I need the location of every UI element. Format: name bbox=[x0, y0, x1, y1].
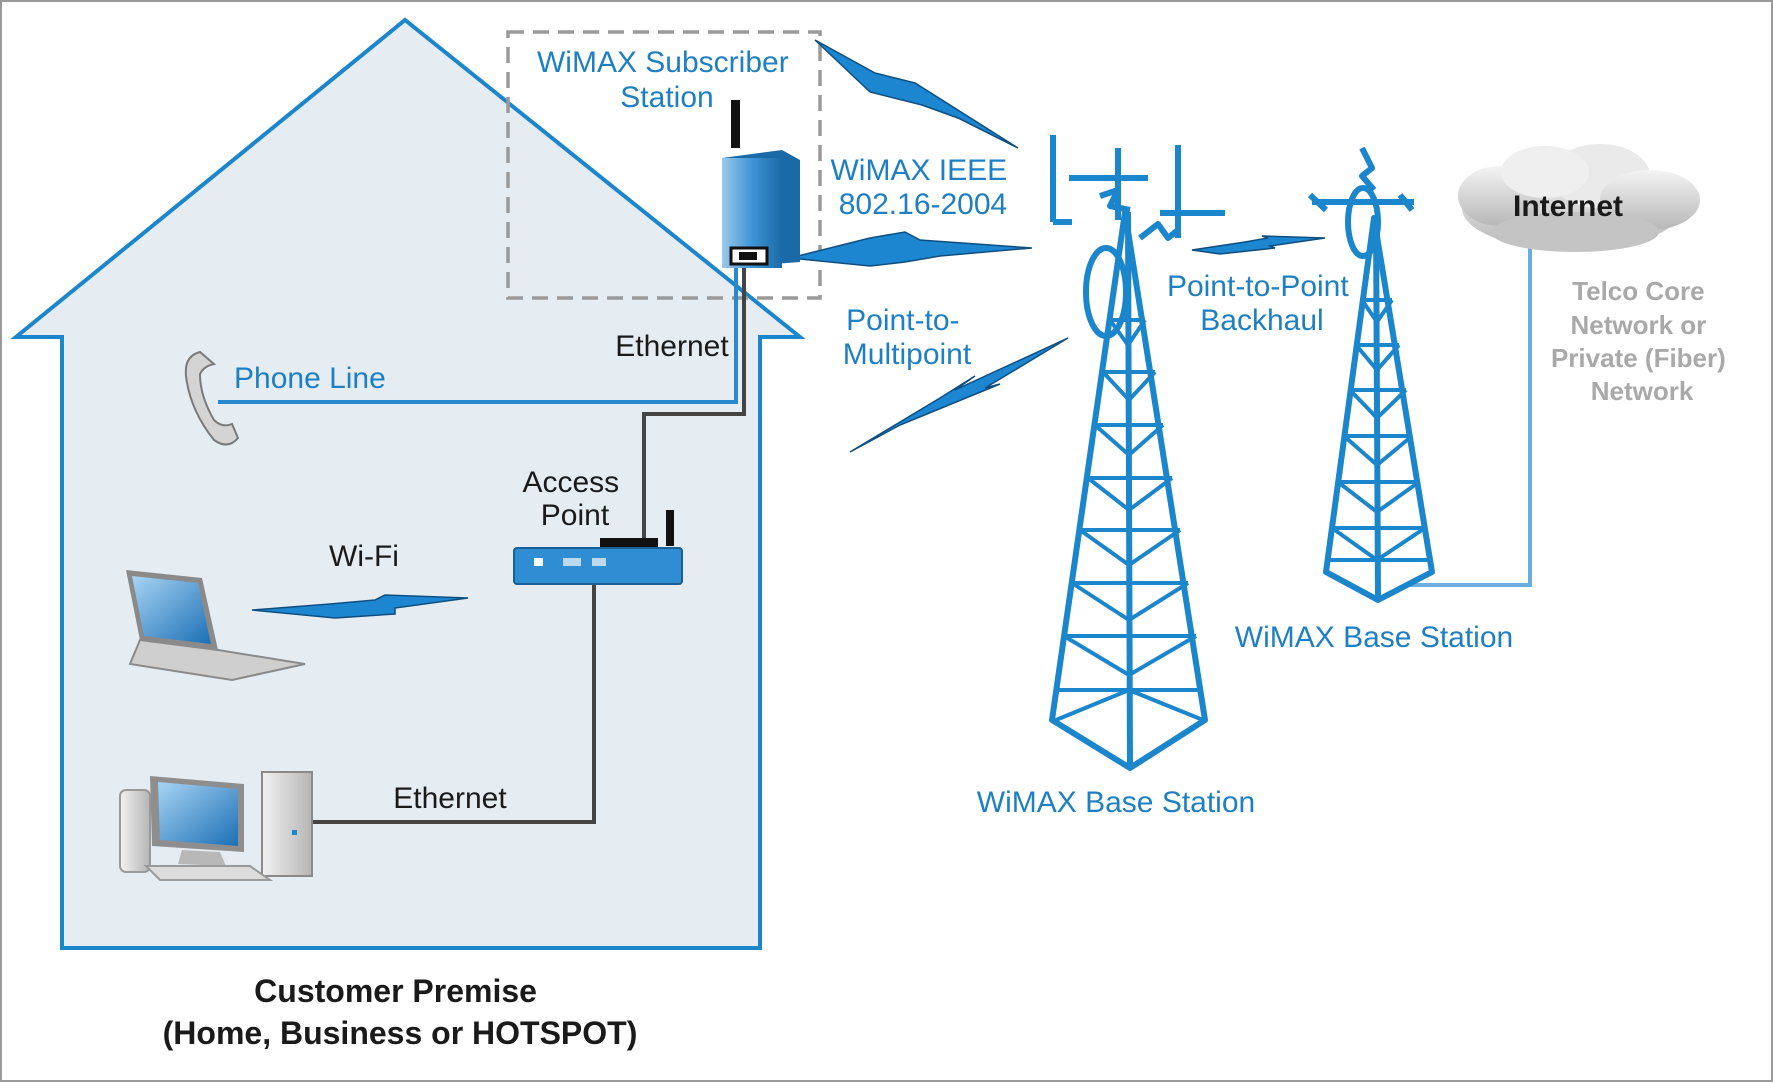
internet-cloud-icon bbox=[1458, 144, 1700, 252]
phone-line-label: Phone Line bbox=[234, 362, 386, 395]
wireless-link-bolt-backhaul bbox=[1191, 235, 1326, 255]
ieee-standard-label: WiMAX IEEE 802.16-2004 bbox=[830, 154, 1015, 221]
wifi-link-bolt bbox=[251, 594, 469, 619]
base-station-backhaul-label: WiMAX Base Station bbox=[1235, 621, 1513, 654]
ethernet-label-lower: Ethernet bbox=[393, 782, 507, 815]
customer-premise-label: Customer Premise (Home, Business or HOTS… bbox=[163, 973, 638, 1051]
ethernet-wire-upper bbox=[642, 262, 746, 542]
subscriber-station-box bbox=[506, 30, 822, 300]
internet-label: Internet bbox=[1513, 190, 1623, 223]
ethernet-label-upper: Ethernet bbox=[615, 330, 729, 363]
wimax-base-station-tower-backhaul bbox=[1307, 146, 1435, 603]
wireless-link-bolt-multipoint bbox=[849, 337, 1069, 453]
ethernet-wire-lower bbox=[310, 582, 596, 824]
wifi-label: Wi-Fi bbox=[329, 540, 399, 573]
desktop-computer-icon bbox=[119, 771, 313, 881]
telco-fiber-wire bbox=[1410, 248, 1532, 587]
wimax-base-station-tower-main bbox=[1049, 135, 1225, 771]
base-station-main-label: WiMAX Base Station bbox=[977, 786, 1255, 819]
laptop-icon bbox=[126, 570, 306, 682]
subscriber-station-device bbox=[722, 100, 800, 268]
wireless-link-bolt-subscriber bbox=[789, 231, 1033, 267]
wireless-link-bolt-uplink bbox=[814, 39, 1019, 149]
phone-handset-icon bbox=[184, 350, 240, 446]
subscriber-station-label: WiMAX Subscriber Station bbox=[537, 46, 797, 114]
customer-premise-house bbox=[10, 17, 806, 950]
point-to-point-backhaul-label: Point-to-Point Backhaul bbox=[1167, 270, 1357, 337]
access-point-label: Access Point bbox=[522, 466, 627, 532]
telco-network-label: Telco Core Network or Private (Fiber) Ne… bbox=[1551, 276, 1733, 406]
point-to-multipoint-label: Point-to- Multipoint bbox=[843, 304, 972, 371]
phone-line-wire bbox=[218, 260, 738, 404]
access-point-device bbox=[513, 510, 683, 585]
